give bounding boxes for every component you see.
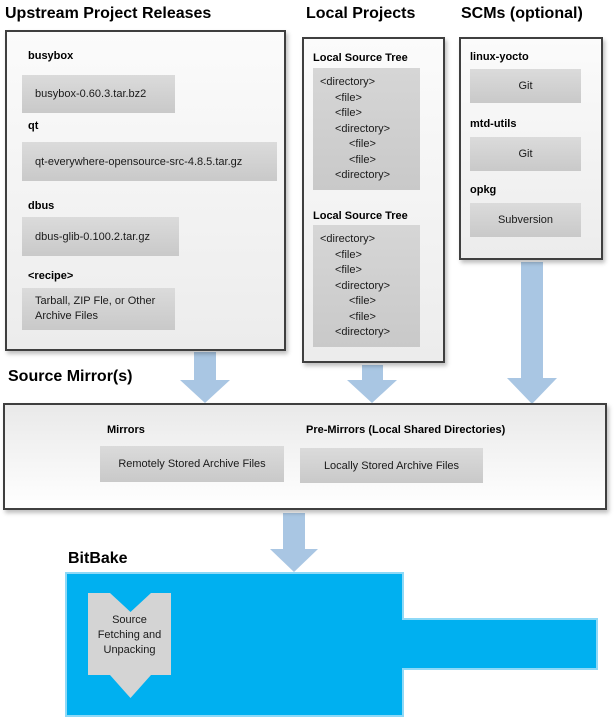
archive-file-box: Tarball, ZIP Fle, or Other Archive Files (22, 288, 175, 330)
tree-line: <file> (349, 295, 376, 307)
recipe-name-label: <recipe> (28, 270, 74, 282)
panel-upstream-releases: busybox busybox-0.60.3.tar.bz2 qt qt-eve… (5, 30, 286, 351)
archive-file-box: busybox-0.60.3.tar.bz2 (22, 75, 175, 113)
section-title-source-mirrors: Source Mirror(s) (8, 368, 133, 385)
tree-line: <file> (335, 248, 362, 261)
source-tree-box: <directory> <file> <file> <directory> <f… (313, 225, 420, 347)
mirrors-label: Mirrors (107, 424, 145, 436)
tree-line: <directory> (335, 169, 391, 181)
scm-recipe-label: linux-yocto (470, 51, 529, 63)
section-title-upstream: Upstream Project Releases (5, 5, 212, 22)
scm-type-box: Subversion (470, 203, 581, 237)
tree-line: <directory> (320, 233, 376, 245)
scm-recipe-label: mtd-utils (470, 118, 517, 130)
scm-type-box: Git (470, 69, 581, 103)
flow-arrow-scms-to-mirrors (507, 262, 557, 404)
tree-line: <directory> (335, 279, 391, 292)
tree-line: <file> (335, 264, 362, 276)
mirror-storage-text: Remotely Stored Archive Files (118, 458, 266, 470)
flow-arrow-local-to-mirrors (347, 365, 397, 403)
section-title-bitbake: BitBake (68, 550, 128, 567)
scm-type-text: Git (518, 80, 533, 92)
source-tree-box: <directory> <file> <file> <directory> <f… (313, 68, 420, 190)
archive-file-box: dbus-glib-0.100.2.tar.gz (22, 217, 179, 256)
panel-scms: linux-yocto Git mtd-utils Git opkg Subve… (459, 37, 603, 260)
process-label-line: Unpacking (103, 644, 156, 656)
tree-line: <directory> (335, 326, 391, 338)
source-tree-label: Local Source Tree (313, 52, 408, 64)
process-label-line: Fetching and (97, 629, 162, 641)
tree-line: <file> (335, 107, 362, 119)
process-label-line: Source (112, 614, 147, 626)
flow-arrow-mirrors-to-bitbake (270, 513, 318, 572)
panel-local-projects: Local Source Tree <directory> <file> <fi… (302, 37, 445, 363)
flow-arrow-upstream-to-mirrors (180, 352, 230, 403)
scm-type-box: Git (470, 137, 581, 171)
recipe-name-label: dbus (28, 200, 55, 212)
scm-type-text: Git (518, 148, 533, 160)
tree-line: <file> (349, 310, 376, 323)
archive-file-box: qt-everywhere-opensource-src-4.8.5.tar.g… (22, 142, 277, 181)
process-label-source-fetching: Source Fetching and Unpacking (88, 613, 171, 658)
recipe-name-label: qt (28, 120, 39, 132)
pre-mirrors-label: Pre-Mirrors (Local Shared Directories) (306, 424, 506, 436)
mirror-storage-box: Locally Stored Archive Files (300, 448, 483, 483)
tree-line: <directory> (335, 122, 391, 135)
panel-source-mirrors: Mirrors Remotely Stored Archive Files Pr… (3, 403, 607, 510)
tree-line: <file> (349, 138, 376, 150)
scm-type-text: Subversion (497, 214, 554, 226)
tree-line: <file> (335, 91, 362, 104)
scm-recipe-label: opkg (470, 184, 497, 196)
tree-line: <file> (349, 153, 376, 166)
archive-file-text: Tarball, ZIP Fle, or Other Archive Files (35, 295, 156, 322)
source-tree-label: Local Source Tree (313, 210, 408, 222)
archive-file-text: busybox-0.60.3.tar.bz2 (35, 88, 147, 100)
recipe-name-label: busybox (28, 50, 74, 62)
tree-line: <directory> (320, 76, 376, 88)
section-title-local-projects: Local Projects (306, 5, 416, 22)
archive-file-text: qt-everywhere-opensource-src-4.8.5.tar.g… (35, 155, 243, 168)
section-title-scms: SCMs (optional) (461, 5, 583, 22)
mirror-storage-text: Locally Stored Archive Files (323, 459, 460, 472)
mirror-storage-box: Remotely Stored Archive Files (100, 446, 284, 482)
archive-file-text: dbus-glib-0.100.2.tar.gz (35, 230, 150, 243)
